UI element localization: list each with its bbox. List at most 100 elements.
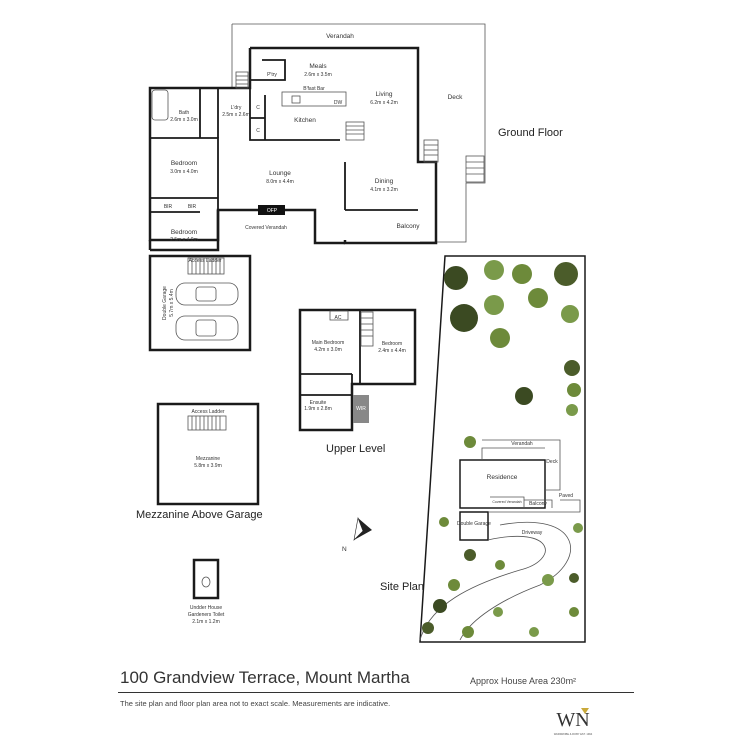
garage-wall — [148, 254, 252, 352]
label-bath-dim: 2.6m x 3.0m — [170, 117, 198, 123]
label-bedroom-2: Bedroom — [171, 229, 197, 236]
tree — [567, 383, 581, 397]
title-site-plan: Site Plan — [380, 581, 424, 593]
label-bir-2: BIR — [188, 204, 197, 210]
tree — [422, 622, 434, 634]
tree — [569, 573, 579, 583]
tree — [493, 607, 503, 617]
site-residence — [459, 459, 546, 509]
site-garage — [459, 511, 489, 541]
label-bir-1: BIR — [164, 204, 173, 210]
bath-tub — [151, 89, 169, 121]
tree — [448, 579, 460, 591]
logo-sub: WARDROBE & ROBY EST. 1994 — [554, 732, 593, 736]
property-address: 100 Grandview Terrace, Mount Martha — [120, 668, 410, 687]
site-label-driveway: Driveway — [522, 530, 543, 536]
label-verandah: Verandah — [326, 33, 354, 40]
tree — [528, 288, 548, 308]
label-mezz-access-ladder: Access Ladder — [191, 409, 224, 415]
house-area: Approx House Area 230m² — [470, 676, 577, 686]
tree — [450, 304, 478, 332]
site-boundary — [419, 255, 586, 643]
tree — [564, 360, 580, 376]
tree — [464, 549, 476, 561]
label-bath: Bath — [179, 110, 190, 116]
tree — [569, 607, 579, 617]
label-cupboard-2: C — [256, 128, 260, 134]
mezzanine-plan: Access Ladder Mezzanine 5.8m x 3.9m Mezz… — [136, 402, 263, 521]
tree — [495, 560, 505, 570]
verandah-outline — [232, 23, 486, 243]
label-north: N — [342, 546, 347, 553]
label-ensuite-dim: 1.9m x 2.8m — [304, 406, 332, 412]
label-meals-dim: 2.6m x 3.5m — [304, 72, 332, 78]
label-bfast-bar: B'fast Bar — [303, 86, 325, 92]
tree — [566, 404, 578, 416]
tree — [529, 627, 539, 637]
garage-cars — [175, 257, 239, 341]
label-mezzanine-dim: 5.8m x 3.9m — [194, 463, 222, 469]
label-living: Living — [376, 91, 393, 98]
title-upper-level: Upper Level — [326, 443, 385, 455]
tree — [484, 260, 504, 280]
footer-divider — [118, 692, 634, 693]
label-mezzanine: Mezzanine — [196, 456, 220, 462]
site-label-residence: Residence — [487, 474, 518, 481]
label-wir: WIR — [356, 406, 366, 412]
label-kitchen: Kitchen — [294, 117, 316, 124]
label-covered-verandah: Covered Verandah — [245, 225, 287, 231]
label-garage-dim: 5.7m x 5.4m — [169, 289, 175, 317]
mezzanine-wall — [156, 402, 260, 506]
ground-stairs — [235, 71, 485, 183]
label-toilet-line2: Gardeners Toilet — [188, 612, 225, 618]
site-label-covered-verandah: Covered Verandah — [492, 500, 521, 504]
tree — [573, 523, 583, 533]
site-label-double-garage: Double Garage — [457, 521, 491, 527]
label-dw: DW — [334, 100, 343, 106]
label-dining: Dining — [375, 178, 394, 185]
label-upper-bedroom: Bedroom — [382, 341, 402, 347]
label-bedroom-1-dim: 3.0m x 4.0m — [170, 169, 198, 175]
brand-logo: WN WARDROBE & ROBY EST. 1994 — [551, 704, 595, 738]
label-balcony: Balcony — [396, 223, 420, 230]
label-meals: Meals — [309, 63, 327, 70]
brand-logo-mark: WN WARDROBE & ROBY EST. 1994 — [554, 708, 593, 736]
tree — [444, 266, 468, 290]
tree — [512, 264, 532, 284]
label-ac: AC — [335, 315, 342, 321]
label-pantry: P'try — [267, 72, 277, 78]
label-ensuite: Ensuite — [310, 400, 327, 406]
upper-stairs — [360, 311, 374, 347]
label-toilet-dim: 2.1m x 1.2m — [192, 619, 220, 625]
label-dining-dim: 4.1m x 3.2m — [370, 187, 398, 193]
label-living-dim: 6.2m x 4.2m — [370, 100, 398, 106]
north-arrow: N — [342, 516, 372, 553]
tree — [542, 574, 554, 586]
site-driveway — [419, 535, 546, 641]
tree — [433, 599, 447, 613]
label-bedroom-2-dim: 2.5m x 4.0m — [170, 237, 198, 243]
tree — [464, 436, 476, 448]
label-lounge-dim: 8.0m x 4.4m — [266, 179, 294, 185]
gardeners-toilet-plan: Undder House Gardeners Toilet 2.1m x 1.2… — [188, 558, 225, 625]
tree — [554, 262, 578, 286]
label-deck: Deck — [448, 94, 464, 101]
label-laundry-dim: 2.5m x 2.6m — [222, 112, 250, 118]
label-toilet-line1: Undder House — [190, 605, 222, 611]
site-trees — [422, 260, 583, 638]
site-label-verandah: Verandah — [511, 441, 533, 447]
breakfast-bar — [281, 91, 347, 107]
label-upper-bedroom-dim: 2.4m x 4.4m — [378, 348, 406, 354]
site-plan: Verandah Deck Residence Covered Verandah… — [380, 255, 586, 643]
label-garage: Double Garage — [162, 286, 168, 320]
ground-floor-plan: Verandah Meals 2.6m x 3.5m P'try B'fast … — [148, 23, 563, 352]
title-ground-floor: Ground Floor — [498, 127, 563, 139]
label-laundry: L'dry — [231, 105, 242, 111]
tree — [490, 328, 510, 348]
wir-box — [353, 395, 369, 423]
tree — [515, 387, 533, 405]
site-label-balcony: Balcony — [529, 501, 547, 507]
tree — [439, 517, 449, 527]
tree — [462, 626, 474, 638]
